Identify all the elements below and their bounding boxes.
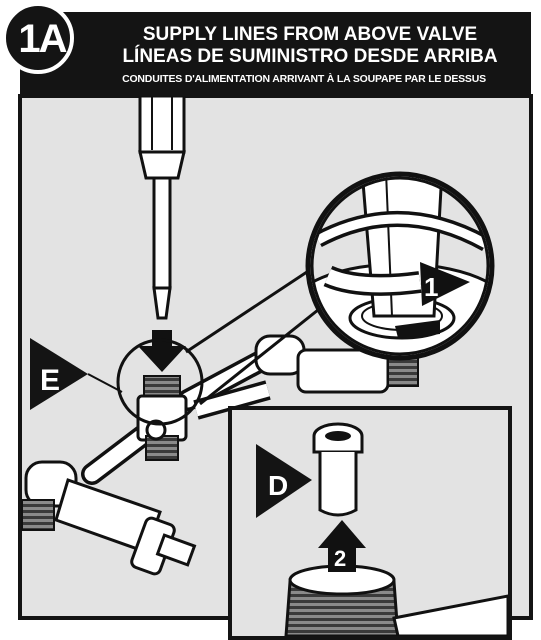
title-english: SUPPLY LINES FROM ABOVE VALVE — [142, 24, 478, 45]
zoom-ring — [116, 338, 204, 426]
action-1-label: 1 — [424, 272, 438, 302]
detail-view — [305, 171, 495, 361]
step-number: 1A — [18, 17, 67, 61]
inset-view — [228, 406, 512, 640]
title-spanish: LÍNEAS DE SUMINISTRO DESDE ARRIBA — [122, 46, 498, 67]
step-header: SUPPLY LINES FROM ABOVE VALVE LÍNEAS DE … — [20, 12, 531, 96]
up-arrow-icon — [318, 520, 366, 572]
action-2-label: 2 — [334, 546, 346, 571]
screwdriver — [138, 94, 186, 320]
callout-e-label: E — [40, 364, 60, 397]
callout-e-marker — [30, 338, 88, 410]
down-arrow-icon — [138, 330, 186, 372]
title-french: CONDUITES D'ALIMENTATION ARRIVANT À LA S… — [122, 73, 486, 85]
callout-d-label: D — [268, 470, 288, 501]
callout-d-marker — [256, 444, 312, 518]
pipe-assembly — [21, 334, 419, 576]
step-badge: 1A — [2, 2, 74, 74]
rotate-arrow-icon — [420, 262, 470, 306]
